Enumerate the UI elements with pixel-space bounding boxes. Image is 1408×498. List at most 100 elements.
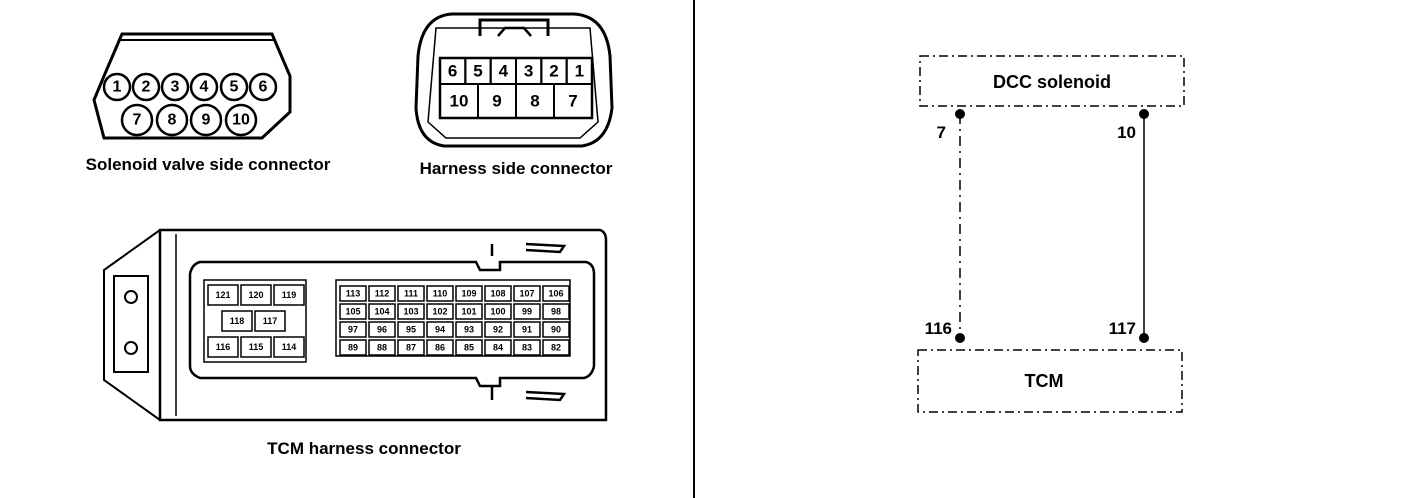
pin-number: 91	[522, 325, 532, 335]
pin-number: 120	[248, 290, 263, 300]
pin-number: 1	[113, 79, 122, 96]
tcm-pin: 101	[455, 303, 483, 320]
solenoid-pin: 3	[160, 72, 190, 102]
pin-number: 94	[435, 325, 445, 335]
pin-number: 106	[548, 289, 563, 299]
harness-bottom-pin-row: 10 9 8 7	[439, 83, 593, 119]
pin-number: 95	[406, 325, 416, 335]
pin-number: 6	[259, 79, 268, 96]
tcm-pin: 88	[368, 339, 396, 356]
harness-pin: 1	[565, 57, 594, 85]
tcm-pin: 96	[368, 321, 396, 338]
terminal-dot-10	[1139, 109, 1149, 119]
pin-number: 85	[464, 343, 474, 353]
tcm-pin: 120	[240, 284, 272, 306]
solenoid-pin: 1	[102, 72, 132, 102]
tcm-pin: 107	[513, 285, 541, 302]
solenoid-top-pin-row: 1 2 3 4 5 6	[102, 72, 278, 102]
harness-pin: 8	[515, 83, 555, 119]
solenoid-pin: 2	[131, 72, 161, 102]
tcm-pin: 82	[542, 339, 570, 356]
harness-pin: 7	[553, 83, 593, 119]
pin-number: 10	[232, 112, 250, 129]
pin-number: 83	[522, 343, 532, 353]
circuit-schematic: DCC solenoid TCM 7 10 116 117	[917, 55, 1185, 413]
pin-number: 2	[142, 79, 151, 96]
pin-number: 4	[200, 79, 209, 96]
pin-number: 3	[171, 79, 180, 96]
pin-number: 87	[406, 343, 416, 353]
pin-number: 100	[490, 307, 505, 317]
harness-pin: 3	[515, 57, 543, 85]
pin-number: 117	[263, 316, 278, 326]
tcm-pin: 95	[397, 321, 425, 338]
harness-pin: 2	[540, 57, 568, 85]
pin-label-117: 117	[1109, 319, 1136, 338]
tcm-pin: 94	[426, 321, 454, 338]
solenoid-pin: 10	[224, 103, 258, 137]
tcm-pin: 87	[397, 339, 425, 356]
pin-number: 93	[464, 325, 474, 335]
tcm-pin: 106	[542, 285, 570, 302]
solenoid-pin: 8	[155, 103, 189, 137]
pin-number: 101	[461, 307, 476, 317]
tcm-pin: 84	[484, 339, 512, 356]
tcm-pin: 104	[368, 303, 396, 320]
tcm-pin: 121	[207, 284, 239, 306]
pin-number: 113	[346, 289, 361, 299]
pin-number: 1	[575, 62, 584, 81]
pin-number: 102	[432, 307, 447, 317]
pin-label-10: 10	[1117, 123, 1136, 142]
pin-number: 103	[403, 307, 418, 317]
tcm-pin: 100	[484, 303, 512, 320]
pin-number: 8	[168, 112, 177, 129]
tcm-pin: 90	[542, 321, 570, 338]
dcc-solenoid-label: DCC solenoid	[993, 72, 1111, 92]
pin-number: 9	[492, 92, 501, 111]
pin-label-116: 116	[925, 319, 952, 338]
tcm-pin: 91	[513, 321, 541, 338]
tcm-pin: 118	[221, 310, 253, 332]
pin-number: 8	[530, 92, 539, 111]
tcm-label: TCM	[1025, 371, 1064, 391]
tcm-pin: 105	[339, 303, 367, 320]
tcm-pin: 86	[426, 339, 454, 356]
tcm-pin: 85	[455, 339, 483, 356]
pin-number: 112	[375, 289, 390, 299]
pin-number: 6	[448, 62, 457, 81]
pin-number: 118	[230, 316, 245, 326]
tcm-pin: 114	[273, 336, 305, 358]
terminal-dot-117	[1139, 333, 1149, 343]
tcm-pin: 89	[339, 339, 367, 356]
solenoid-pin: 6	[248, 72, 278, 102]
terminal-dot-116	[955, 333, 965, 343]
pin-number: 99	[522, 307, 532, 317]
pin-number: 2	[549, 62, 558, 81]
pin-number: 105	[345, 307, 360, 317]
terminal-dot-7	[955, 109, 965, 119]
harness-pin: 10	[439, 83, 479, 119]
tcm-pin: 92	[484, 321, 512, 338]
solenoid-pin: 4	[189, 72, 219, 102]
solenoid-connector-caption: Solenoid valve side connector	[86, 155, 331, 174]
tcm-pin: 103	[397, 303, 425, 320]
pin-number: 82	[551, 343, 561, 353]
pin-number: 9	[202, 112, 211, 129]
solenoid-pin: 5	[219, 72, 249, 102]
tcm-pin: 98	[542, 303, 570, 320]
pin-number: 119	[282, 290, 297, 300]
pin-number: 5	[230, 79, 239, 96]
pin-number: 111	[404, 289, 418, 299]
harness-connector-caption: Harness side connector	[420, 159, 613, 178]
tcm-pin: 116	[207, 336, 239, 358]
tcm-pin: 102	[426, 303, 454, 320]
tcm-pin: 99	[513, 303, 541, 320]
pin-number: 5	[473, 62, 482, 81]
pin-number: 115	[249, 342, 264, 352]
pin-number: 98	[551, 307, 561, 317]
pin-number: 7	[568, 92, 577, 111]
